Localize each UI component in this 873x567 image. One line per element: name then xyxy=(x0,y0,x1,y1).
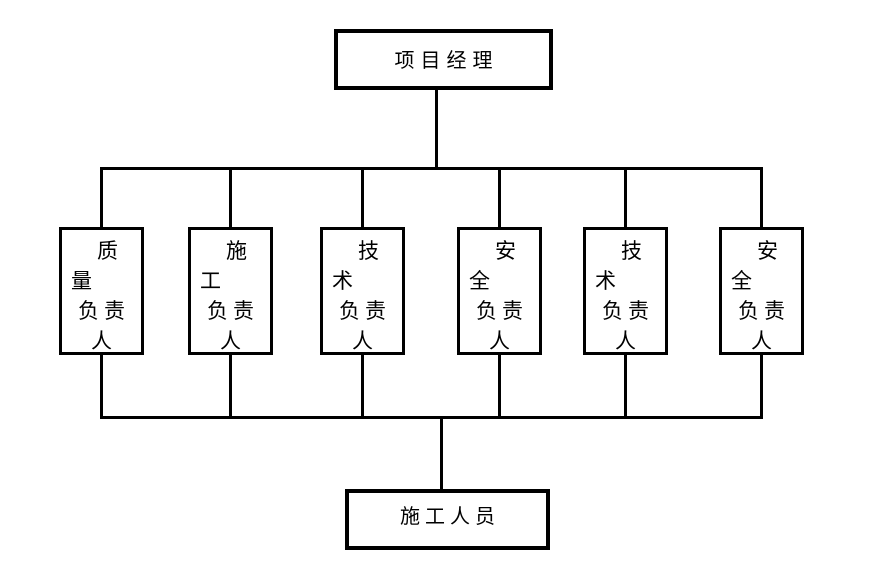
node-label-line: 量 xyxy=(71,269,92,293)
node-label-line: 人 xyxy=(489,329,510,353)
node-label-line: 施 xyxy=(226,239,247,263)
node-label-line: 术 xyxy=(332,269,353,293)
connector-stub-top-1 xyxy=(100,167,103,229)
connector-stub-bottom-5 xyxy=(624,353,627,419)
node-construction-lead: 施 工 负责 人 xyxy=(188,227,273,355)
node-label-line: 人 xyxy=(352,329,373,353)
node-label-line: 术 xyxy=(595,269,616,293)
node-safety-lead-2: 安 全 负责 人 xyxy=(719,227,804,355)
node-label-line: 安 xyxy=(495,239,516,263)
node-label-line: 人 xyxy=(751,329,772,353)
connector-stub-bottom-4 xyxy=(498,353,501,419)
node-technical-lead-2: 技 术 负责 人 xyxy=(583,227,668,355)
node-label-line: 负责 xyxy=(78,299,130,323)
node-construction-staff: 施工人员 xyxy=(345,489,550,550)
connector-stub-top-5 xyxy=(624,167,627,229)
node-label-line: 技 xyxy=(358,239,379,263)
node-label-line: 负责 xyxy=(339,299,391,323)
node-label-line: 人 xyxy=(220,329,241,353)
node-label-line: 人 xyxy=(615,329,636,353)
node-label-line: 技 xyxy=(621,239,642,263)
connector-stub-bottom-6 xyxy=(760,353,763,419)
node-construction-staff-label: 施工人员 xyxy=(400,504,500,528)
connector-stub-bottom-2 xyxy=(229,353,232,419)
node-label-line: 负责 xyxy=(602,299,654,323)
connector-bottom-horizontal xyxy=(100,416,763,419)
node-label-line: 负责 xyxy=(207,299,259,323)
node-label-line: 全 xyxy=(731,269,752,293)
node-project-manager-label: 项目经理 xyxy=(394,48,499,72)
connector-stub-bottom-3 xyxy=(361,353,364,419)
node-label-line: 质 xyxy=(97,239,118,263)
node-label-line: 安 xyxy=(757,239,778,263)
node-project-manager: 项目经理 xyxy=(334,29,553,90)
connector-bottom-vertical xyxy=(440,416,443,491)
node-quality-lead: 质 量 负责 人 xyxy=(59,227,144,355)
connector-stub-top-4 xyxy=(498,167,501,229)
connector-stub-top-3 xyxy=(361,167,364,229)
connector-stub-top-6 xyxy=(760,167,763,229)
connector-stub-bottom-1 xyxy=(100,353,103,419)
node-label-line: 负责 xyxy=(476,299,528,323)
node-label-line: 全 xyxy=(469,269,490,293)
connector-root-vertical xyxy=(435,88,438,169)
node-technical-lead-1: 技 术 负责 人 xyxy=(320,227,405,355)
node-safety-lead-1: 安 全 负责 人 xyxy=(457,227,542,355)
node-label-line: 人 xyxy=(91,329,112,353)
node-label-line: 工 xyxy=(200,269,221,293)
connector-stub-top-2 xyxy=(229,167,232,229)
node-label-line: 负责 xyxy=(738,299,790,323)
connector-top-horizontal xyxy=(100,167,763,170)
